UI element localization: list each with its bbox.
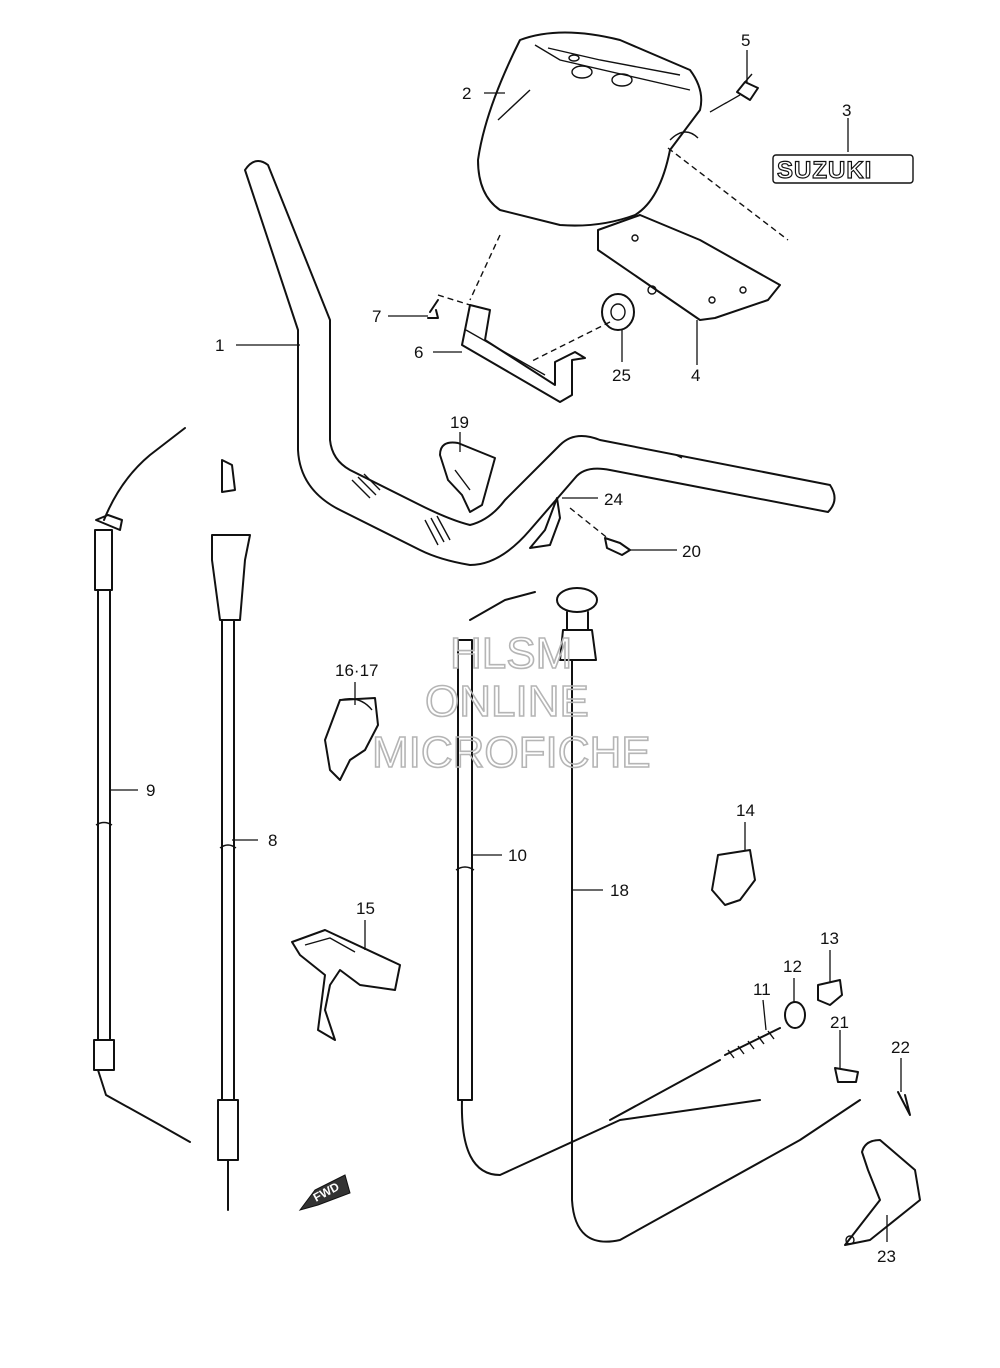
- cable-guide-15: [291, 929, 401, 1041]
- fwd-arrow: FWD: [298, 1174, 351, 1211]
- callout-19: 19: [450, 413, 469, 432]
- cable-10: [455, 591, 761, 1176]
- callout-16-17: 16·17: [335, 661, 378, 680]
- throttle-cable-8: [211, 459, 251, 1211]
- watermark-line-2: ONLINE: [425, 677, 589, 726]
- leader-lines: [110, 50, 902, 1242]
- callout-10: 10: [508, 846, 527, 865]
- collar-12: [784, 1001, 806, 1029]
- cover-bracket: [597, 214, 781, 321]
- callout-11: 11: [753, 980, 771, 999]
- grommet: [601, 293, 635, 331]
- screw-5: [736, 73, 759, 101]
- callout-21: 21: [830, 1013, 849, 1032]
- callout-labels: 1 2 3 4 5 6 7 8 9 10 11 12 13 14 15 16·1…: [146, 31, 910, 1266]
- bracket-24: [529, 497, 561, 549]
- callout-4: 4: [691, 366, 700, 385]
- callout-1: 1: [215, 336, 224, 355]
- screw-7: [427, 299, 439, 319]
- choke-cable-18: [556, 587, 861, 1243]
- clamp-16-17: [324, 697, 379, 781]
- clip-22: [897, 1091, 911, 1116]
- bolt-20: [604, 537, 631, 556]
- callout-9: 9: [146, 781, 155, 800]
- watermark-line-1: HLSM: [450, 629, 572, 678]
- callout-18: 18: [610, 881, 629, 900]
- callout-23: 23: [877, 1247, 896, 1266]
- callout-14: 14: [736, 801, 755, 820]
- suzuki-logo-text: SUZUKI: [777, 157, 872, 184]
- callout-13: 13: [820, 929, 839, 948]
- callout-22: 22: [891, 1038, 910, 1057]
- callout-6: 6: [414, 343, 423, 362]
- watermark: HLSM ONLINE MICROFICHE: [371, 628, 651, 778]
- lower-bracket: [461, 304, 586, 403]
- handlebar: [244, 160, 836, 566]
- clamp-19: [439, 441, 496, 513]
- bolt-13: [817, 979, 843, 1006]
- spring-11: [609, 1027, 781, 1121]
- callout-3: 3: [842, 101, 851, 120]
- clamp-14: [711, 849, 756, 906]
- throttle-cable-9: [93, 427, 191, 1143]
- callout-12: 12: [783, 957, 802, 976]
- callout-2: 2: [462, 84, 471, 103]
- watermark-line-3: MICROFICHE: [372, 728, 651, 777]
- callout-15: 15: [356, 899, 375, 918]
- lever-23: [844, 1139, 921, 1246]
- callout-8: 8: [268, 831, 277, 850]
- callout-7: 7: [372, 307, 381, 326]
- callout-5: 5: [741, 31, 750, 50]
- bolt-21: [834, 1067, 859, 1083]
- callout-24: 24: [604, 490, 623, 509]
- callout-20: 20: [682, 542, 701, 561]
- callout-25: 25: [612, 366, 631, 385]
- handlebar-cover: [477, 31, 703, 227]
- suzuki-emblem: SUZUKI: [772, 154, 914, 185]
- assembly-lines: [437, 147, 789, 541]
